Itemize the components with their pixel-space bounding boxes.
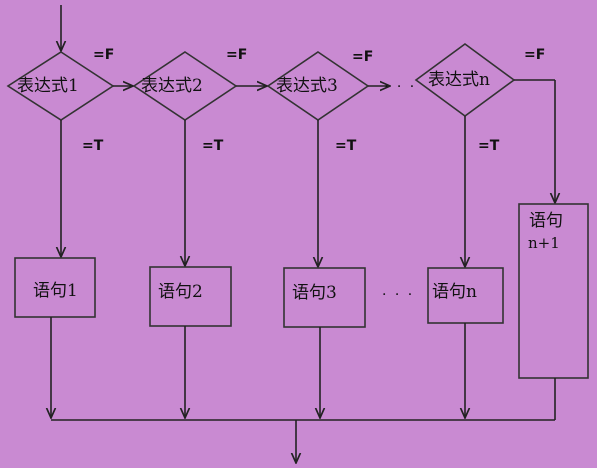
false-label-3: =F xyxy=(352,49,374,65)
statement-2-label: 语句2 xyxy=(158,282,203,302)
false-label-1: =F xyxy=(93,47,115,63)
condition-2-label: 表达式2 xyxy=(141,76,203,96)
box-2 xyxy=(149,266,232,327)
final-statement-label-line2: n+1 xyxy=(528,234,560,252)
ellipsis-conditions: · · · xyxy=(384,79,417,95)
false-label-2: =F xyxy=(226,47,248,63)
false-label-n: =F xyxy=(524,47,546,63)
condition-3-label: 表达式3 xyxy=(276,76,338,96)
condition-1-label: 表达式1 xyxy=(17,76,79,96)
ellipsis-statements: · · · xyxy=(382,287,415,303)
box-1 xyxy=(14,257,96,318)
true-label-1: =T xyxy=(82,138,104,154)
final-statement-label-line1: 语句 xyxy=(529,211,563,231)
true-label-2: =T xyxy=(202,138,224,154)
box-3 xyxy=(283,267,366,328)
statement-1-label: 语句1 xyxy=(33,281,78,301)
condition-n-label: 表达式n xyxy=(428,70,490,90)
box-final xyxy=(518,203,589,379)
box-n xyxy=(427,267,504,324)
statement-n-label: 语句n xyxy=(432,282,477,302)
statement-3-label: 语句3 xyxy=(292,283,337,303)
true-label-3: =T xyxy=(335,138,357,154)
true-label-n: =T xyxy=(478,138,500,154)
